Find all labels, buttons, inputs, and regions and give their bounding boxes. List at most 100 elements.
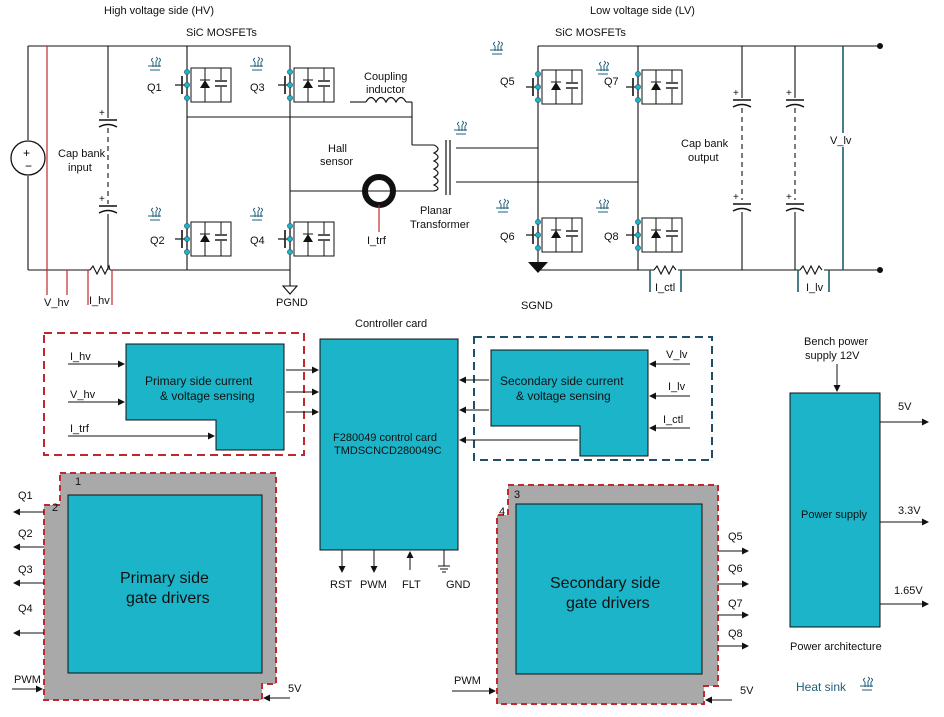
pin-pwm: PWM <box>360 579 387 591</box>
controller-card-label: Controller card <box>355 318 427 330</box>
secondary-sensing-boundary <box>473 336 713 461</box>
i-hv-label: I_hv <box>89 295 110 307</box>
q8-label: Q8 <box>604 231 619 243</box>
heat-sink-icon-q2 <box>147 206 162 221</box>
heat-sink-icon-q5 <box>489 40 504 55</box>
q2-label: Q2 <box>150 235 165 247</box>
heat-sink-legend-icon <box>859 676 874 691</box>
hv-title: High voltage side (HV) <box>104 5 214 17</box>
heat-sink-icon-transformer <box>453 120 468 135</box>
q3-label: Q3 <box>250 82 265 94</box>
heat-sink-icon-q4 <box>249 206 264 221</box>
hv-shunt-resistor <box>89 264 111 276</box>
q4-mosfet <box>277 221 335 257</box>
ps-out-1v65: 1.65V <box>894 585 923 597</box>
lv-sic-label: SiC MOSFETs <box>555 27 626 39</box>
q1-label: Q1 <box>147 82 162 94</box>
heat-sink-icon-q6 <box>495 198 510 213</box>
primary-5v-label: 5V <box>288 683 302 695</box>
secondary-pwm-label: PWM <box>454 675 481 687</box>
primary-in-vhv: V_hv <box>70 389 96 401</box>
secondary-sensing-title-1: Secondary side current <box>500 374 624 388</box>
heat-sink-legend-label: Heat sink <box>796 680 847 694</box>
lv-capacitor-2 <box>732 191 752 212</box>
v-hv-label: V_hv <box>44 297 70 309</box>
primary-gate-driver-block <box>67 494 263 674</box>
heat-sink-icon-q3 <box>249 56 264 71</box>
i-trf-label: I_trf <box>367 235 387 247</box>
ps-out-3v3: 3.3V <box>898 505 921 517</box>
primary-in-itrf: I_trf <box>70 423 90 435</box>
q6-label: Q6 <box>500 231 515 243</box>
pin-gnd: GND <box>446 579 471 591</box>
primary-sensing-title-1: Primary side current <box>145 374 253 388</box>
primary-pwm-label: PWM <box>14 674 41 686</box>
secondary-gate-driver-block <box>515 503 703 675</box>
secondary-out-q8: Q8 <box>728 628 743 640</box>
secondary-out-q5: Q5 <box>728 531 743 543</box>
q2-mosfet <box>174 221 232 257</box>
q5-mosfet <box>525 69 583 105</box>
heat-sink-icon-q1 <box>147 56 162 71</box>
primary-corner-2: 2 <box>52 502 58 514</box>
power-supply-label: Power supply <box>801 509 868 521</box>
pgnd-label: PGND <box>276 297 308 309</box>
planar-label-2: Transformer <box>410 219 470 231</box>
hall-label-2: sensor <box>320 156 353 168</box>
primary-out-q1: Q1 <box>18 490 33 502</box>
secondary-corner-3: 3 <box>514 489 520 501</box>
primary-gd-title-1: Primary side <box>120 570 209 587</box>
q4-label: Q4 <box>250 235 265 247</box>
hv-sense-lines <box>46 46 113 305</box>
q3-mosfet <box>277 67 335 103</box>
sgnd-label: SGND <box>521 300 553 312</box>
secondary-sensing-title-2: & voltage sensing <box>516 389 611 403</box>
primary-out-q2: Q2 <box>18 528 33 540</box>
bench-supply-label-1: Bench power <box>804 336 869 348</box>
ps-out-5v: 5V <box>898 401 912 413</box>
transformer-primary <box>432 144 439 192</box>
control-card-block <box>319 338 459 551</box>
primary-out-q4: Q4 <box>18 603 33 615</box>
pin-rst: RST <box>330 579 352 591</box>
control-card-title-1: F280049 control card <box>333 432 437 444</box>
primary-corner-1: 1 <box>75 476 81 488</box>
secondary-in-ictl: I_ctl <box>663 414 683 426</box>
secondary-out-q7: Q7 <box>728 598 743 610</box>
pgnd-symbol <box>281 285 299 295</box>
q6-mosfet <box>525 217 583 253</box>
primary-in-ihv: I_hv <box>70 351 91 363</box>
svg-text:−: − <box>25 159 32 173</box>
power-architecture-label: Power architecture <box>790 641 882 653</box>
cap-input-label-1: Cap bank <box>58 148 106 160</box>
control-card-title-2: TMDSCNCD280049C <box>334 445 442 457</box>
i-lv-label: I_lv <box>806 282 824 294</box>
power-supply-block <box>789 392 881 628</box>
hall-label-1: Hall <box>328 143 347 155</box>
svg-text:+: + <box>23 146 30 160</box>
q1-mosfet <box>174 67 232 103</box>
secondary-sensing-block <box>490 349 649 457</box>
cap-output-label-1: Cap bank <box>681 138 729 150</box>
primary-sensing-boundary <box>43 332 305 456</box>
secondary-in-vlv: V_lv <box>666 349 688 361</box>
cap-input-label-2: input <box>68 162 92 174</box>
lv-capacitor-4 <box>785 191 805 212</box>
secondary-gd-title-1: Secondary side <box>550 575 660 592</box>
primary-sensing-block <box>125 343 285 451</box>
pin-flt: FLT <box>402 579 421 591</box>
sgnd-symbol <box>528 262 548 273</box>
secondary-5v-label: 5V <box>740 685 754 697</box>
primary-gd-title-2: gate drivers <box>126 590 210 607</box>
heat-sink-icon-q8 <box>595 198 610 213</box>
q7-label: Q7 <box>604 76 619 88</box>
secondary-gd-title-2: gate drivers <box>566 595 650 612</box>
coupling-label-2: inductor <box>366 84 405 96</box>
secondary-corner-4: 4 <box>499 506 505 518</box>
q5-label: Q5 <box>500 76 515 88</box>
i-ctl-label: I_ctl <box>655 282 675 294</box>
hv-sic-label: SiC MOSFETs <box>186 27 257 39</box>
cap-output-label-2: output <box>688 152 719 164</box>
